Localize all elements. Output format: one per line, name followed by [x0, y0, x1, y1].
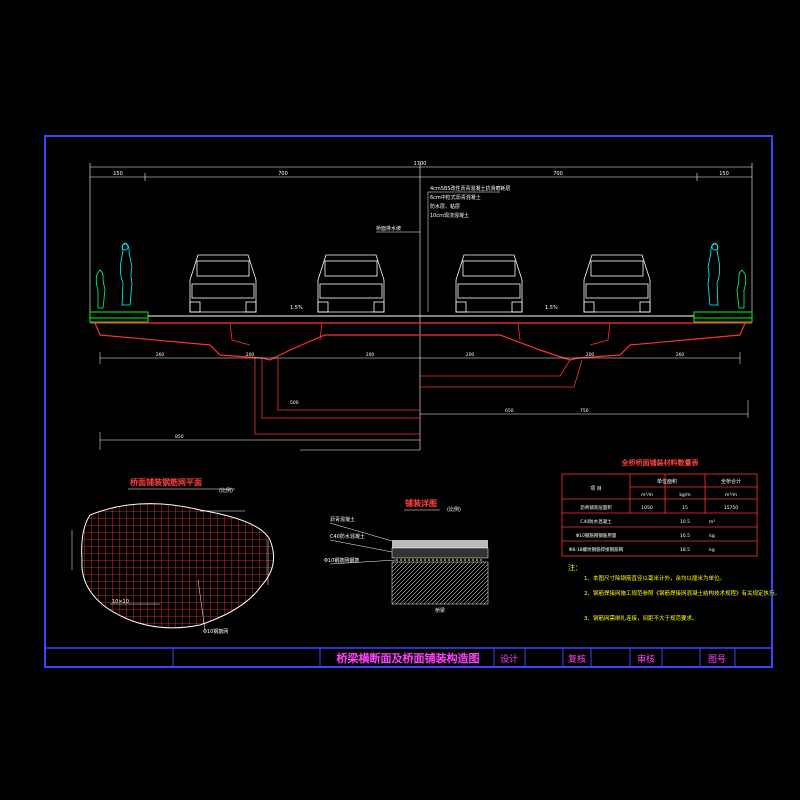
- mesh-dim-label: 10×10: [112, 599, 129, 605]
- girder-webs: [229, 322, 611, 346]
- title-block-check: 审核: [637, 653, 655, 665]
- car-1: [189, 254, 257, 313]
- table-header-item: 项 目: [590, 486, 602, 492]
- table-row-2-v3: m³: [709, 519, 715, 525]
- span-label-1: 260: [156, 352, 165, 358]
- car-3: [455, 254, 523, 313]
- table-sub-2: kg/m: [679, 492, 690, 498]
- detail-asphalt-layer: [392, 540, 488, 548]
- mesh-bar-label: Φ10钢筋网: [203, 628, 228, 635]
- table-row-4-item: Φ8-18螺纹钢筋焊接钢筋网: [569, 546, 624, 553]
- note-1: 1、本图尺寸除钢筋直径以毫米计外，余均以厘米为单位。: [584, 574, 725, 582]
- mesh-outline: [81, 503, 275, 629]
- lower-dim-3: 750: [580, 408, 589, 414]
- pedestrians-left: [95, 242, 133, 309]
- notes: 注： 1、本图尺寸除钢筋直径以毫米计外，余均以厘米为单位。 2、钢筋焊接网施工规…: [568, 563, 780, 622]
- slope-right: 1.5%: [545, 305, 558, 311]
- detail-leaders: [329, 522, 397, 565]
- car-2: [317, 254, 385, 313]
- lower-dim-4: 850: [175, 434, 184, 440]
- table-grid: [561, 473, 758, 557]
- table-row-3-v2: 16.5: [680, 533, 690, 539]
- table-header-total: 全桥合计: [721, 478, 741, 485]
- mesh-dim-lines: [71, 510, 269, 605]
- mesh-plan-title: 桥面铺装钢筋网平面: [130, 477, 202, 487]
- drain-label: 桥面排水坡: [376, 225, 401, 232]
- top-dimension-lines: [89, 163, 753, 450]
- table-row-4-v2: 18.5: [680, 547, 690, 553]
- detail-label-2: C40防水混凝土: [330, 533, 365, 540]
- span-label-4: 200: [466, 352, 475, 358]
- tendon-lines: [254, 358, 583, 435]
- detail-label-1: 沥青混凝土: [330, 516, 355, 523]
- box-girder-outline: [94, 322, 746, 361]
- detail-bottom-label: 桥梁: [435, 607, 445, 614]
- mesh-plan-scale: (比例): [219, 487, 233, 494]
- table-row-1-v2: 15: [682, 505, 688, 511]
- title-block-review: 复核: [568, 653, 586, 665]
- table-row-3-item: Φ10钢筋网钢筋用量: [576, 532, 617, 539]
- layer-note-1: 4cmSBS改性沥青混凝土抗滑磨耗层: [430, 185, 511, 192]
- table-row-1-v1: 1050: [641, 505, 653, 511]
- pedestrians-right: [707, 242, 747, 309]
- table-row-2-v2: 10.5: [680, 519, 690, 525]
- detail-concrete-layer: [391, 547, 489, 559]
- car-4: [583, 254, 651, 313]
- mesh-grid: [81, 503, 274, 628]
- lower-dimensions: [99, 352, 749, 451]
- notes-header: 注：: [568, 563, 582, 572]
- table-sub-1: m²/m: [641, 492, 653, 498]
- dim-top-3: 700: [553, 171, 563, 177]
- cross-section: 1700 150 700 700 150 4cmSBS改性沥青混凝土抗滑磨耗层 …: [89, 161, 753, 451]
- detail-girder-block: [391, 561, 489, 605]
- layer-note-leader: [427, 191, 500, 312]
- span-label-6: 260: [676, 352, 685, 358]
- table-row-4-v3: kg: [709, 547, 715, 553]
- lower-dim-1: 500: [290, 400, 299, 406]
- table-row-1-v3: 15750: [724, 505, 738, 511]
- dim-top-2: 700: [278, 171, 288, 177]
- title-block-design: 设计: [500, 653, 518, 665]
- table-row-2-item: C40防水混凝土: [580, 518, 612, 525]
- span-label-5: 200: [586, 352, 595, 358]
- lower-dim-2: 650: [505, 408, 514, 414]
- dim-top-1: 150: [113, 171, 123, 177]
- detail-scale: (比例): [447, 506, 461, 513]
- pavement-detail: 铺装详图 (比例) 沥青混凝土 C40防水混凝土 Φ10钢筋网钢筋 桥梁: [324, 498, 489, 614]
- note-3: 3、钢筋网需绑扎连接，间距不大于规范要求。: [584, 614, 698, 622]
- table-title: 全桥桥面铺装材料数量表: [621, 458, 700, 467]
- dim-top-4: 150: [719, 171, 729, 177]
- detail-label-3: Φ10钢筋网钢筋: [324, 557, 359, 564]
- quantity-table: 全桥桥面铺装材料数量表 项 目 单位面积 全桥合计 m²/m kg/m m³/m…: [561, 458, 758, 557]
- detail-title: 铺装详图: [405, 498, 437, 508]
- table-row-3-v3: kg: [709, 533, 715, 539]
- layer-note-2: 6cm中粒式沥青混凝土: [430, 194, 481, 201]
- note-2: 2、钢筋焊接网施工规范参照《钢筋焊接网混凝土结构技术规程》有关规定执行。: [584, 589, 780, 597]
- layer-note-3: 防水层、粘层: [430, 203, 460, 210]
- mesh-bar-leader: [197, 579, 206, 631]
- outer-frame: [44, 135, 773, 668]
- mesh-plan: 桥面铺装钢筋网平面 (比例) 10×10 Φ10钢筋网: [71, 477, 275, 635]
- title-block-drawing-no: 图号: [708, 654, 726, 665]
- span-label-2: 200: [246, 352, 255, 358]
- dim-total: 1700: [414, 161, 427, 167]
- table-sub-3: m³/m: [725, 492, 737, 498]
- table-header-unit: 单位面积: [657, 478, 677, 485]
- table-row-1-item: 沥青铺装层面积: [580, 504, 612, 511]
- drawing-title: 桥梁横断面及桥面铺装构造图: [337, 651, 480, 665]
- slope-left: 1.5%: [290, 305, 303, 311]
- curb-right: [693, 311, 753, 323]
- curb-left: [89, 311, 149, 323]
- layer-note-4: 10cm现浇混凝土: [430, 212, 469, 219]
- span-label-3: 200: [366, 352, 375, 358]
- title-block-dividers: [172, 648, 736, 667]
